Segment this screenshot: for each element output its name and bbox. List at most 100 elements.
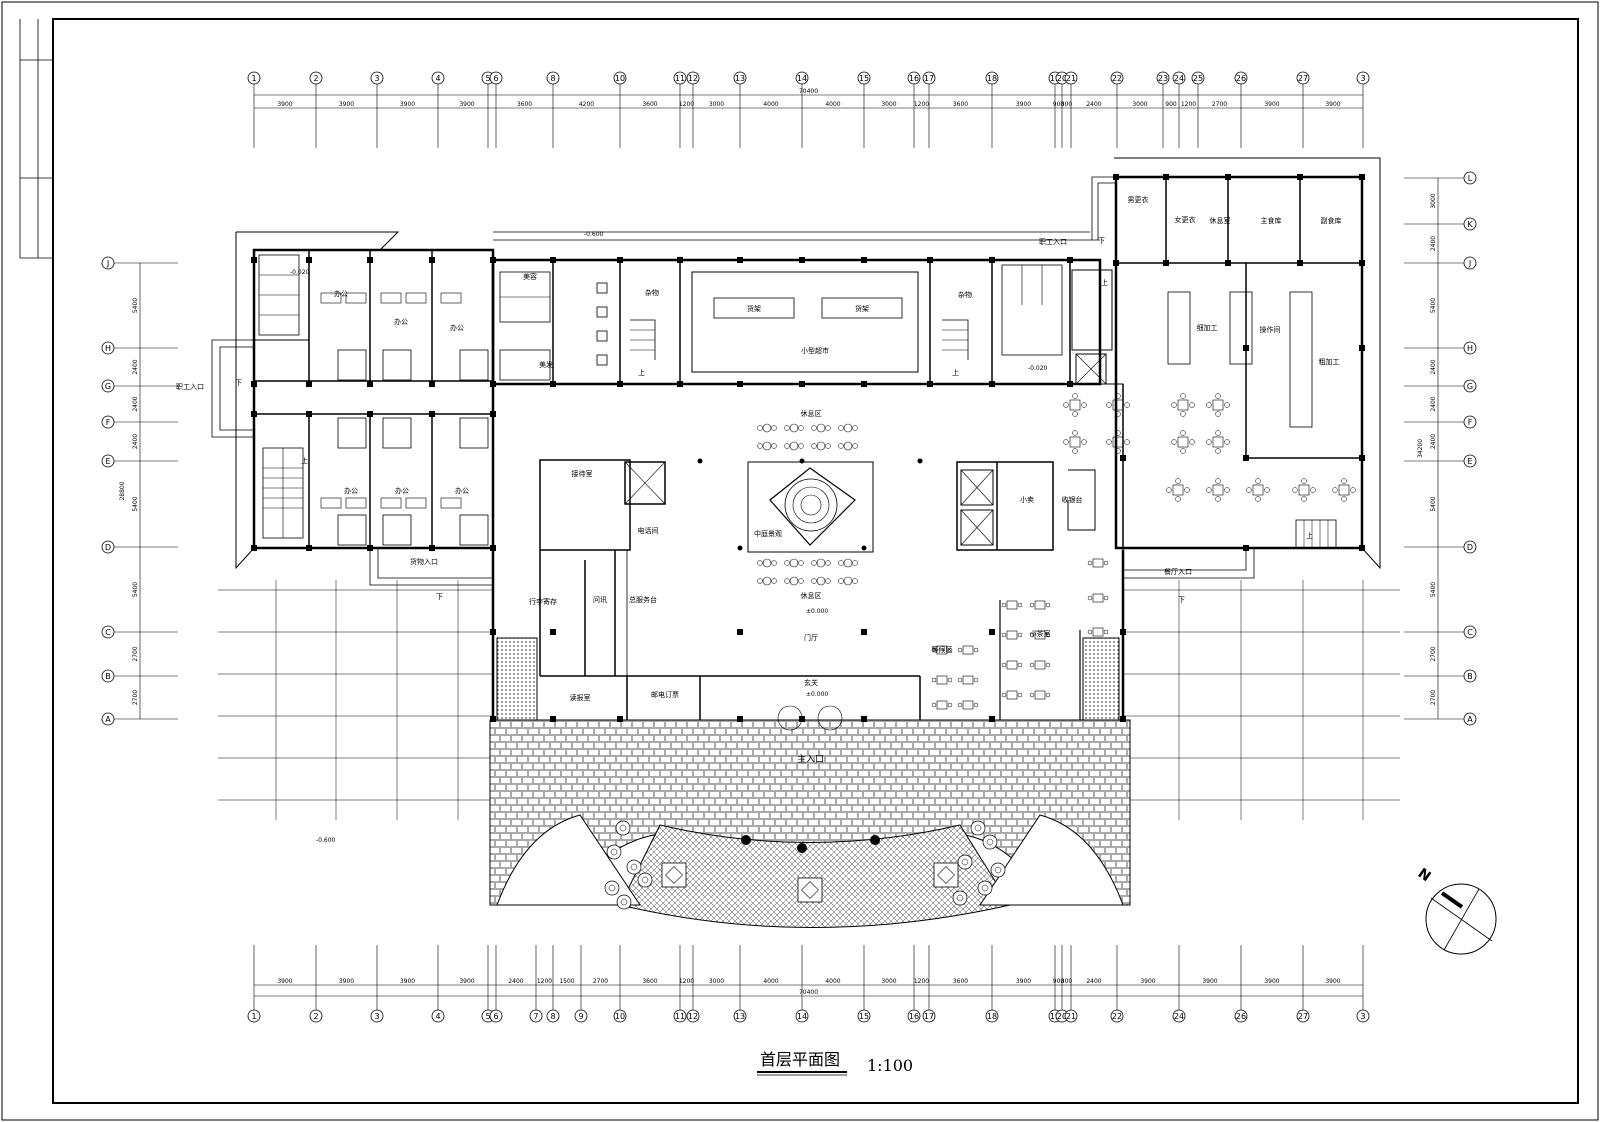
svg-text:H: H bbox=[105, 344, 111, 353]
stair-down-goods: 下 bbox=[436, 593, 443, 601]
structural-column bbox=[429, 545, 435, 551]
label-luggage: 行李寄存 bbox=[529, 597, 557, 606]
dimension-text: 3600 bbox=[642, 978, 657, 985]
structural-column bbox=[1163, 260, 1169, 266]
structural-column bbox=[677, 381, 683, 387]
axis-bubble-top: 8 bbox=[546, 71, 560, 85]
tree-icon bbox=[616, 894, 632, 910]
svg-text:3: 3 bbox=[374, 74, 379, 83]
svg-text:A: A bbox=[1467, 715, 1473, 724]
svg-text:6: 6 bbox=[493, 1012, 498, 1021]
lounge-table bbox=[838, 558, 858, 568]
axis-bubble-top: 16 bbox=[907, 71, 921, 85]
lounge-table bbox=[811, 423, 831, 433]
dimension-text: 1200 bbox=[679, 101, 694, 108]
shelf-label-2: 货架 bbox=[855, 304, 869, 313]
dimension-text: 3600 bbox=[953, 101, 968, 108]
lounge-table bbox=[784, 423, 804, 433]
tea-table bbox=[1001, 630, 1023, 640]
svg-text:8: 8 bbox=[550, 74, 555, 83]
stair-up-north: 上 bbox=[638, 368, 645, 377]
lounge-table bbox=[811, 558, 831, 568]
room-main-store: 主食库 bbox=[1261, 216, 1282, 225]
dimension-text: 3900 bbox=[400, 978, 415, 985]
svg-text:17: 17 bbox=[924, 74, 934, 83]
drawing-title: 首层平面图 bbox=[760, 1050, 840, 1069]
label-lounge-top: 休息区 bbox=[801, 409, 822, 418]
dining-table bbox=[1332, 478, 1356, 502]
svg-text:3: 3 bbox=[374, 1012, 379, 1021]
tea-table bbox=[957, 675, 979, 685]
room-fine-processing: 细加工 bbox=[1197, 323, 1218, 332]
tea-table bbox=[957, 700, 979, 710]
svg-text:2: 2 bbox=[313, 1012, 318, 1021]
structural-column bbox=[1243, 545, 1249, 551]
svg-text:18: 18 bbox=[987, 74, 997, 83]
dining-table bbox=[1206, 430, 1230, 454]
dining-table bbox=[1206, 478, 1230, 502]
stair-down-dining: 下 bbox=[1178, 596, 1185, 604]
axis-bubble-top: 2 bbox=[309, 71, 323, 85]
axis-bubble-top: 18 bbox=[985, 71, 999, 85]
svg-text:A: A bbox=[105, 715, 111, 724]
office-desk bbox=[440, 292, 462, 304]
tree-icon bbox=[982, 834, 998, 850]
room-post: 邮电订票 bbox=[651, 690, 679, 699]
tree-icon bbox=[952, 890, 968, 906]
svg-text:3: 3 bbox=[1360, 1012, 1365, 1021]
svg-text:27: 27 bbox=[1298, 1012, 1308, 1021]
tea-table bbox=[1029, 600, 1051, 610]
axis-bubble-right: C bbox=[1463, 625, 1477, 639]
axis-bubble-top: 6 bbox=[489, 71, 503, 85]
structural-column bbox=[490, 381, 496, 387]
dimension-text: 5400 bbox=[1430, 496, 1437, 511]
svg-text:20: 20 bbox=[1057, 74, 1067, 83]
room-office-2: 办公 bbox=[394, 317, 408, 326]
axis-bubble-top: 15 bbox=[857, 71, 871, 85]
north-label: N bbox=[1415, 865, 1434, 885]
svg-text:11: 11 bbox=[675, 1012, 685, 1021]
axis-bubble-bottom: 17 bbox=[922, 1009, 936, 1023]
structural-column bbox=[367, 411, 373, 417]
svg-text:10: 10 bbox=[615, 74, 625, 83]
dimension-text: 3900 bbox=[400, 101, 415, 108]
svg-text:26: 26 bbox=[1236, 74, 1246, 83]
tea-table bbox=[1029, 660, 1051, 670]
dining-table bbox=[1106, 430, 1130, 454]
axis-bubble-top: 3 bbox=[370, 71, 384, 85]
room-phone: 电话间 bbox=[638, 526, 659, 535]
structural-column bbox=[1359, 174, 1365, 180]
structural-column bbox=[550, 381, 556, 387]
dimension-total: 70400 bbox=[799, 989, 818, 996]
structural-column bbox=[617, 716, 623, 722]
level-vestibule: ±0.000 bbox=[806, 691, 828, 698]
label-lounge-bottom: 休息区 bbox=[801, 591, 822, 600]
svg-text:G: G bbox=[1467, 382, 1473, 391]
stair-up-north-right: 上 bbox=[952, 368, 959, 377]
axis-bubble-top: 24 bbox=[1172, 71, 1186, 85]
entrance-plaza bbox=[489, 719, 1131, 928]
axis-bubble-left: E bbox=[101, 454, 115, 468]
dimension-text: 900 bbox=[1053, 101, 1065, 108]
tree-icon bbox=[615, 820, 631, 836]
office-desk bbox=[405, 292, 427, 304]
axis-bubble-top: 25 bbox=[1191, 71, 1205, 85]
stair-up-left: 上 bbox=[301, 456, 308, 465]
svg-text:9: 9 bbox=[578, 1012, 583, 1021]
lounge-table bbox=[838, 423, 858, 433]
svg-text:E: E bbox=[1467, 457, 1472, 466]
axis-bubble-bottom: 4 bbox=[431, 1009, 445, 1023]
lounge-table bbox=[757, 441, 777, 451]
dimension-text: 2400 bbox=[1430, 434, 1437, 449]
svg-text:24: 24 bbox=[1174, 1012, 1184, 1021]
axis-bubble-bottom: 24 bbox=[1172, 1009, 1186, 1023]
shelf-label-1: 货架 bbox=[747, 304, 761, 313]
axis-bubble-bottom: 1 bbox=[247, 1009, 261, 1023]
svg-text:1: 1 bbox=[251, 74, 256, 83]
room-labels: 办公 办公 办公 办公 办公 办公 美容 美发 杂物 货架 货架 小型超市 杂物… bbox=[334, 195, 1342, 702]
svg-text:24: 24 bbox=[1174, 74, 1184, 83]
drawing-scale: 1:100 bbox=[867, 1056, 913, 1075]
structural-column bbox=[737, 381, 743, 387]
svg-text:7: 7 bbox=[533, 1012, 538, 1021]
